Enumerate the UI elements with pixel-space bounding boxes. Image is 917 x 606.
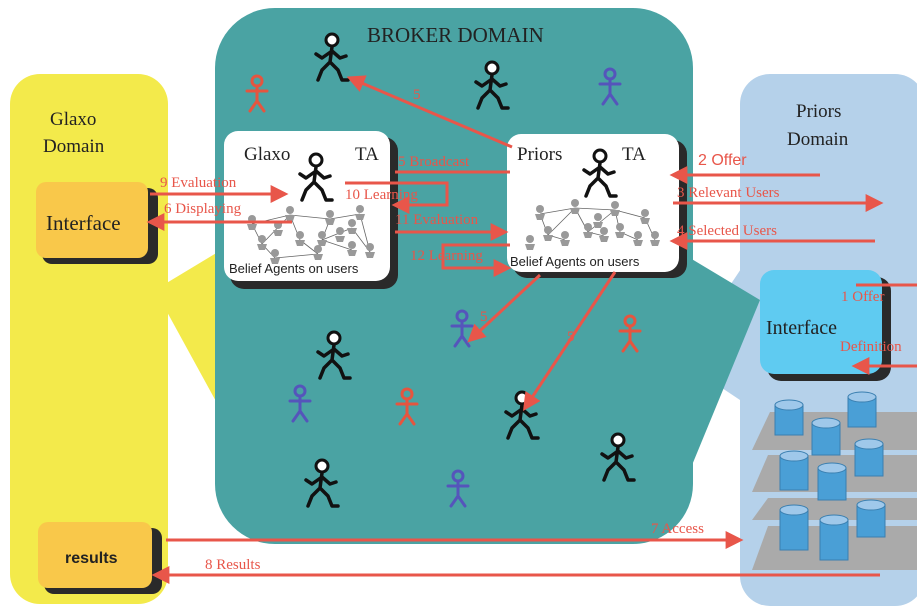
label-1-offer: 1 Offer <box>841 289 885 305</box>
label-11-evaluation: 11 Evaluation <box>395 212 479 228</box>
label-5-right: 5 <box>567 329 575 345</box>
label-definition: Definition <box>840 339 902 355</box>
glaxo-results-box <box>38 522 162 594</box>
glaxo-interface-box <box>36 182 158 264</box>
label-5-top: 5 <box>413 87 421 103</box>
label-10-learning: 10 Learning <box>345 187 418 203</box>
label-4-selected-users: 4 Selected Users <box>677 223 777 239</box>
priors-domain-subtitle: Domain <box>787 129 849 150</box>
label-5-left: 5 <box>480 309 488 325</box>
label-8-results: 8 Results <box>205 557 261 573</box>
glaxo-domain-title: Glaxo <box>50 109 97 130</box>
glaxo-ta-label: TA <box>355 144 379 165</box>
label-7-access: 7 Access <box>651 521 704 537</box>
glaxo-results-label: results <box>65 550 118 567</box>
glaxo-ta-name: Glaxo <box>244 144 291 165</box>
label-6-displaying: 6 Displaying <box>164 201 242 217</box>
priors-interface-box <box>760 270 891 381</box>
label-3-relevant-users: 3 Relevant Users <box>677 185 780 201</box>
label-5-broadcast: 5 Broadcast <box>398 154 470 170</box>
arrows <box>146 75 917 584</box>
database-stack <box>752 391 917 570</box>
glaxo-interface-label: Interface <box>46 211 121 235</box>
label-2-offer: 2 Offer <box>698 152 747 169</box>
priors-belief-network <box>525 199 660 250</box>
priors-ta-name: Priors <box>517 144 563 165</box>
priors-domain-title: Priors <box>796 101 842 122</box>
glaxo-domain-subtitle: Domain <box>43 136 105 157</box>
priors-ta-label: TA <box>622 144 646 165</box>
priors-interface-label: Interface <box>766 317 838 339</box>
glaxo-belief-label: Belief Agents on users <box>229 261 359 276</box>
priors-belief-label: Belief Agents on users <box>510 254 640 269</box>
label-9-evaluation: 9 Evaluation <box>160 175 237 191</box>
broker-domain-title: BROKER DOMAIN <box>367 23 544 47</box>
label-12-learning: 12 Learning <box>410 248 483 264</box>
glaxo-belief-network <box>247 205 375 264</box>
